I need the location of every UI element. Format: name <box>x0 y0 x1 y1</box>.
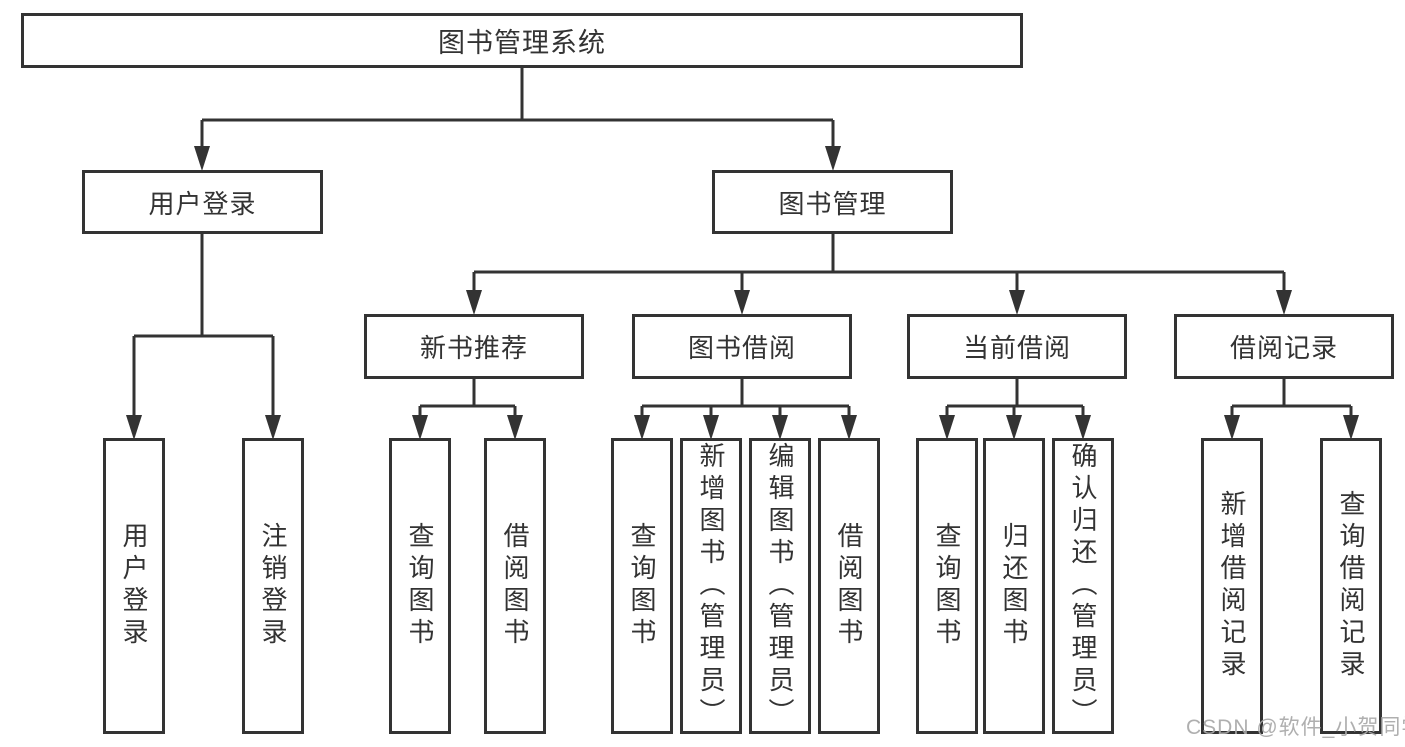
arrowhead <box>1009 290 1025 315</box>
node-label: 查询借阅记录 <box>1336 490 1366 682</box>
leaf-edit-books-admin: 编辑图书（管理员） <box>749 438 811 734</box>
connector-borrowrecords-to-leaves <box>1230 379 1353 416</box>
arrowhead <box>466 290 482 315</box>
node-label: 注销登录 <box>258 522 288 650</box>
node-label: 确认归还（管理员） <box>1068 442 1098 730</box>
node-user-login: 用户登录 <box>82 170 323 234</box>
connector-userlogin-to-leaves <box>132 234 275 416</box>
node-label: 借阅图书 <box>834 522 864 650</box>
arrowhead <box>1343 415 1359 440</box>
node-book-management: 图书管理 <box>712 170 953 234</box>
arrowhead <box>825 146 841 171</box>
node-label: 查询图书 <box>932 522 962 650</box>
node-label: 用户登录 <box>119 522 149 650</box>
arrowhead <box>734 290 750 315</box>
leaf-borrow-books: 借阅图书 <box>484 438 546 734</box>
leaf-confirm-return-admin: 确认归还（管理员） <box>1052 438 1114 734</box>
arrowhead <box>939 415 955 440</box>
node-label: 归还图书 <box>999 522 1029 650</box>
leaf-add-books-admin: 新增图书（管理员） <box>680 438 742 734</box>
connector-currentborrow-to-leaves <box>945 379 1085 416</box>
arrowhead <box>265 415 281 440</box>
node-new-book-recommend: 新书推荐 <box>364 314 584 379</box>
leaf-logout: 注销登录 <box>242 438 304 734</box>
node-label: 查询图书 <box>627 522 657 650</box>
arrowhead <box>703 415 719 440</box>
connector-newbook-to-leaves <box>418 379 517 416</box>
node-label: 图书管理系统 <box>438 28 606 58</box>
leaf-query-borrow-record: 查询借阅记录 <box>1320 438 1382 734</box>
arrowhead <box>507 415 523 440</box>
node-label: 当前借阅 <box>962 333 1071 363</box>
leaf-return-books: 归还图书 <box>983 438 1045 734</box>
arrowhead <box>1075 415 1091 440</box>
node-borrowing-records: 借阅记录 <box>1174 314 1394 379</box>
arrowhead <box>194 146 210 171</box>
leaf-query-books: 查询图书 <box>389 438 451 734</box>
node-book-borrowing: 图书借阅 <box>632 314 852 379</box>
connector-bookmgmt-to-level3 <box>472 234 1286 291</box>
leaf-add-borrow-record: 新增借阅记录 <box>1201 438 1263 734</box>
node-label: 新书推荐 <box>419 333 528 363</box>
arrowhead <box>1224 415 1240 440</box>
arrowhead <box>1006 415 1022 440</box>
leaf-query-books: 查询图书 <box>611 438 673 734</box>
leaf-query-books: 查询图书 <box>916 438 978 734</box>
arrowhead <box>841 415 857 440</box>
leaf-user-login: 用户登录 <box>103 438 165 734</box>
arrowhead <box>634 415 650 440</box>
csdn-watermark: CSDN @软件_小贺同学 <box>1186 716 1405 739</box>
leaf-borrow-books: 借阅图书 <box>818 438 880 734</box>
node-label: 编辑图书（管理员） <box>765 442 795 730</box>
node-label: 图书借阅 <box>687 333 796 363</box>
node-label: 借阅图书 <box>500 522 530 650</box>
node-label: 新增图书（管理员） <box>696 442 726 730</box>
node-label: 借阅记录 <box>1229 333 1338 363</box>
node-library-management-system: 图书管理系统 <box>21 13 1023 68</box>
node-label: 图书管理 <box>778 188 887 219</box>
arrowhead <box>126 415 142 440</box>
node-label: 用户登录 <box>148 188 257 219</box>
arrowhead <box>772 415 788 440</box>
connector-bookborrow-to-leaves <box>640 379 851 416</box>
arrowhead <box>412 415 428 440</box>
node-current-borrowing: 当前借阅 <box>907 314 1127 379</box>
arrowhead <box>1276 290 1292 315</box>
node-label: 查询图书 <box>405 522 435 650</box>
connector-root-to-level2 <box>200 68 835 147</box>
node-label: 新增借阅记录 <box>1217 490 1247 682</box>
